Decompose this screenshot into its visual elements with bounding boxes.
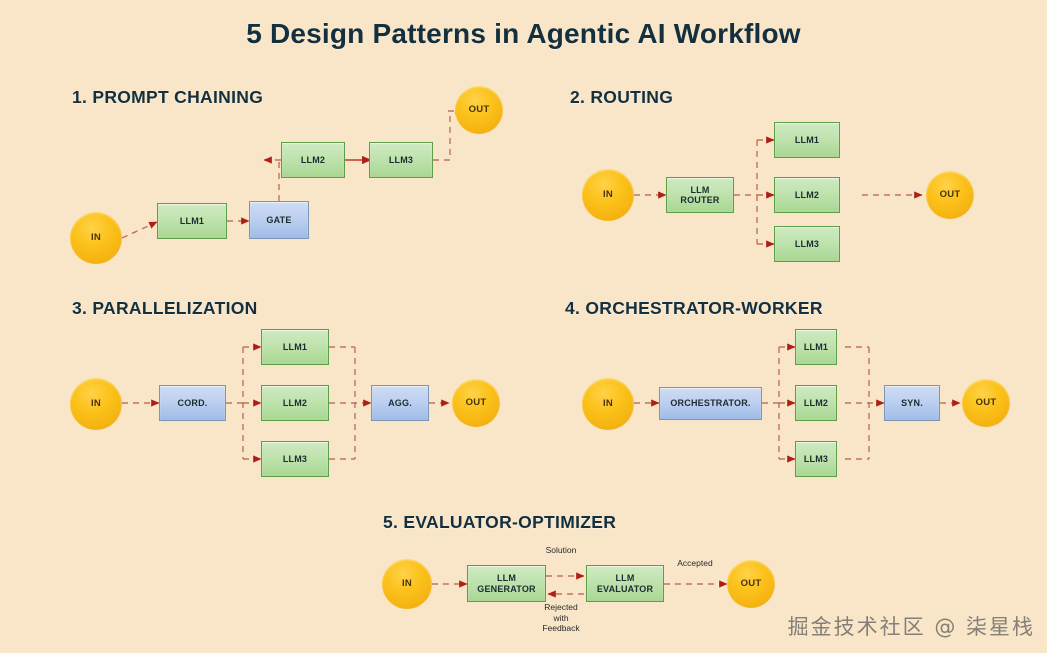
section-heading-routing: 2. ROUTING: [570, 87, 674, 107]
section-heading-evaluator-optimizer: 5. EVALUATOR-OPTIMIZER: [383, 512, 617, 532]
edge-in-llm1: [121, 221, 158, 239]
page-title: 5 Design Patterns in Agentic AI Workflow: [246, 18, 801, 49]
node-out-routing[interactable]: OUT: [926, 171, 974, 219]
watermark: 掘金技术社区 @ 柒星栈: [787, 615, 1035, 639]
node-llm2-orchestrator[interactable]: LLM2: [795, 385, 837, 421]
node-cord-parallelization[interactable]: CORD.: [159, 385, 226, 421]
node-llm3-prompt-chaining[interactable]: LLM3: [369, 142, 433, 178]
node-out-evaluator[interactable]: OUT: [727, 560, 775, 608]
node-out-prompt-chaining[interactable]: OUT: [455, 86, 503, 134]
node-llm1-routing[interactable]: LLM1: [774, 122, 840, 158]
node-out-parallelization[interactable]: OUT: [452, 379, 500, 427]
node-llm2-prompt-chaining[interactable]: LLM2: [281, 142, 345, 178]
edge-label-accepted: Accepted: [677, 558, 713, 568]
edge-llm3-up: [433, 111, 451, 161]
node-llm-router-routing[interactable]: LLM ROUTER: [666, 177, 734, 213]
node-llm1-prompt-chaining[interactable]: LLM1: [157, 203, 227, 239]
node-in-orchestrator[interactable]: IN: [582, 378, 634, 430]
node-syn-orchestrator[interactable]: SYN.: [884, 385, 940, 421]
node-llm3-orchestrator[interactable]: LLM3: [795, 441, 837, 477]
edge-label-solution: Solution: [545, 545, 577, 555]
node-llm3-parallelization[interactable]: LLM3: [261, 441, 329, 477]
section-heading-prompt-chaining: 1. PROMPT CHAINING: [72, 87, 264, 107]
node-agg-parallelization[interactable]: AGG.: [371, 385, 429, 421]
node-llm1-orchestrator[interactable]: LLM1: [795, 329, 837, 365]
node-in-evaluator[interactable]: IN: [382, 559, 432, 609]
node-in-parallelization[interactable]: IN: [70, 378, 122, 430]
node-llm2-parallelization[interactable]: LLM2: [261, 385, 329, 421]
node-llm3-routing[interactable]: LLM3: [774, 226, 840, 262]
node-gate-prompt-chaining[interactable]: GATE: [249, 201, 309, 239]
node-in-prompt-chaining[interactable]: IN: [70, 212, 122, 264]
node-llm1-parallelization[interactable]: LLM1: [261, 329, 329, 365]
edge-label-rejected-with-feedback: Rejected with Feedback: [542, 602, 580, 634]
node-out-orchestrator[interactable]: OUT: [962, 379, 1010, 427]
section-heading-orchestrator-worker: 4. ORCHESTRATOR-WORKER: [565, 298, 823, 318]
section-heading-parallelization: 3. PARALLELIZATION: [72, 298, 258, 318]
node-llm2-routing[interactable]: LLM2: [774, 177, 840, 213]
node-in-routing[interactable]: IN: [582, 169, 634, 221]
node-llm-evaluator[interactable]: LLM EVALUATOR: [586, 565, 664, 602]
node-llm-generator[interactable]: LLM GENERATOR: [467, 565, 546, 602]
node-orchestrator[interactable]: ORCHESTRATOR.: [659, 387, 762, 420]
